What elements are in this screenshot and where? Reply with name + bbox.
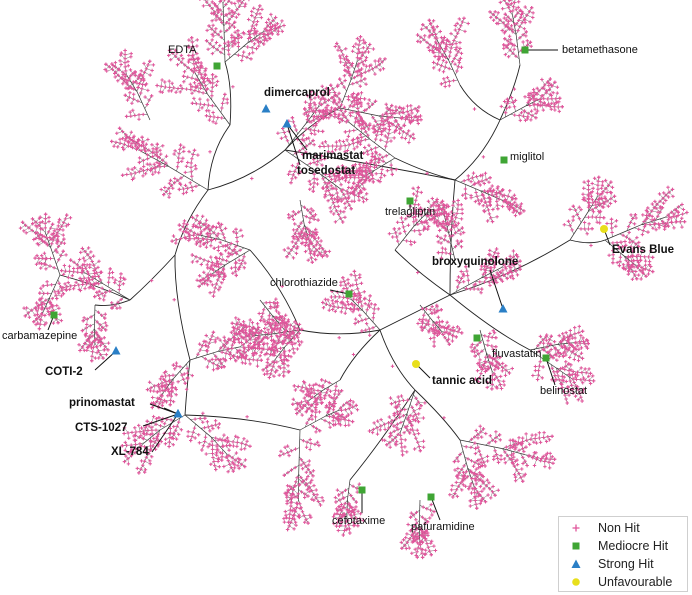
legend-item-mediocre-hit: Mediocre Hit	[559, 537, 687, 555]
mediocre-hit-marker	[521, 46, 529, 54]
unfavourable-icon	[572, 578, 580, 586]
compound-label: Evans Blue	[612, 244, 674, 256]
non-hit-points	[18, 0, 689, 560]
legend: Non Hit Mediocre Hit Strong Hit Unfavour…	[558, 516, 688, 592]
compound-label: trelagliptin	[385, 206, 435, 218]
unfavourable-hit-marker	[600, 225, 608, 233]
mediocre-hit-marker	[345, 290, 353, 298]
compound-label: miglitol	[510, 151, 544, 163]
compound-label: betamethasone	[562, 44, 638, 56]
compound-label: tosedostat	[297, 165, 355, 177]
legend-label: Mediocre Hit	[598, 539, 669, 553]
strong-hit-marker	[282, 119, 292, 128]
legend-item-non-hit: Non Hit	[559, 519, 687, 537]
strong-hit-icon	[571, 559, 581, 568]
mediocre-hit-marker	[406, 197, 414, 205]
compound-label: cefotaxime	[332, 515, 385, 527]
mediocre-hit-marker	[542, 354, 550, 362]
strong-hit-marker	[173, 409, 183, 418]
compound-label: marimastat	[302, 150, 364, 162]
legend-label: Strong Hit	[598, 557, 654, 571]
compound-label: dimercaprol	[264, 87, 330, 99]
mediocre-hit-marker	[213, 62, 221, 70]
unfavourable-hit-marker	[412, 360, 420, 368]
legend-label: Unfavourable	[598, 575, 673, 589]
compound-label: tannic acid	[432, 375, 492, 387]
compound-label: chlorothiazide	[270, 277, 338, 289]
legend-item-strong-hit: Strong Hit	[559, 555, 687, 573]
strong-hit-marker	[111, 346, 121, 355]
legend-label: Non Hit	[598, 521, 640, 535]
compound-label: belinostat	[540, 385, 587, 397]
compound-label: XL-784	[111, 446, 149, 458]
mediocre-hit-marker	[500, 156, 508, 164]
strong-hit-marker	[498, 304, 508, 313]
hit-markers	[50, 46, 608, 501]
compound-label: pafuramidine	[411, 521, 475, 533]
mediocre-hit-marker	[50, 311, 58, 319]
compound-label: EDTA	[168, 44, 197, 56]
mediocre-hit-marker	[427, 493, 435, 501]
compound-label: COTI-2	[45, 366, 83, 378]
compound-labels: EDTA dimercaprol marimastat tosedostat betam…	[2, 44, 674, 533]
mediocre-hit-marker	[358, 486, 366, 494]
compound-label: fluvastatin	[492, 348, 542, 360]
label-leader-lines	[47, 49, 611, 521]
compound-label: carbamazepine	[2, 330, 77, 342]
compound-label: prinomastat	[69, 397, 135, 409]
legend-item-unfavourable: Unfavourable	[559, 573, 687, 591]
compound-label: CTS-1027	[75, 422, 127, 434]
mediocre-hit-marker	[473, 334, 481, 342]
compound-label: broxyquinolone	[432, 256, 518, 268]
strong-hit-marker	[261, 104, 271, 113]
non-hit-icon	[572, 524, 580, 532]
mediocre-hit-icon	[572, 542, 580, 550]
